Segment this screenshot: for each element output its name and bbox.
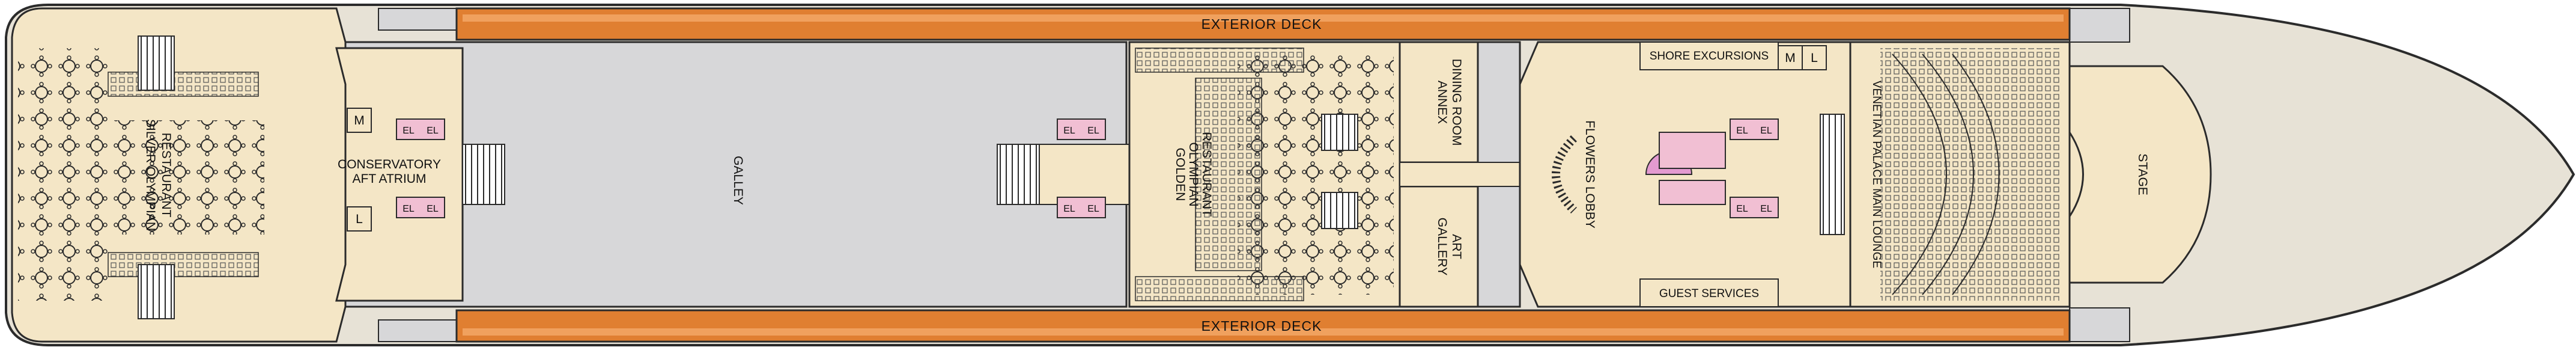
deck-rail-bottom [463, 328, 2064, 336]
elevator-label: EL [402, 204, 415, 214]
exterior-deck-top [455, 7, 2071, 41]
shore-excursions-label: SHORE EXCURSIONS [1650, 50, 1769, 63]
crew-area-aft-top [378, 8, 457, 31]
elevator-label: EL [427, 126, 439, 136]
elevator-label: EL [1063, 126, 1075, 136]
mid-stair [997, 144, 1040, 205]
lobby-pink-feature-low [1659, 180, 1726, 205]
silver-olympian-label-2: RESTAURANT [159, 133, 173, 218]
golden-stair-bottom [1321, 192, 1358, 229]
lobby-stair [1820, 114, 1845, 235]
galley-label: GALLEY [731, 156, 745, 205]
exterior-deck-bottom [455, 309, 2071, 343]
mid-foyer [1039, 144, 1130, 205]
mid-elevator-bank-bottom [1057, 197, 1106, 218]
dining-room-annex [1399, 41, 1479, 164]
fwd-elevator-bank-bottom [1730, 197, 1779, 218]
silver-olympian-label-1: SILVER OLYMPIAN [144, 119, 157, 231]
stage [2068, 65, 2212, 284]
restroom-m-fwd [1778, 45, 1803, 70]
restroom-m-aft [347, 108, 372, 133]
elevator-label: EL [402, 126, 415, 136]
golden-olympian-booths-top [1135, 48, 1304, 73]
stage-label: STAGE [2136, 153, 2149, 195]
exterior-deck-bottom-label: EXTERIOR DECK [1201, 318, 1322, 334]
golden-olympian-label-1: GOLDEN [1173, 148, 1187, 201]
golden-olympian-label-2: OLYMPIAN [1186, 143, 1200, 207]
aft-stair-top [138, 35, 175, 91]
restroom-l-fwd-label: L [1811, 51, 1818, 65]
shore-excursions-desk [1639, 41, 1779, 70]
lounge-seating [1880, 48, 2061, 301]
crew-area-fwd-bottom [2069, 307, 2130, 342]
elevator-label: EL [1087, 204, 1099, 214]
lobby-pink-feature [1659, 132, 1726, 169]
elevator-label: EL [1760, 204, 1772, 214]
restroom-m-aft-label: M [354, 114, 365, 127]
golden-olympian-tables [1238, 54, 1394, 295]
deck-rail-top [463, 14, 2064, 22]
aft-atrium-stair [462, 144, 505, 205]
silver-olympian-booths-top [108, 72, 259, 97]
conservatory-label: CONSERVATORY [338, 158, 441, 171]
flowers-lobby-label: FLOWERS LOBBY [1583, 120, 1597, 229]
silver-olympian-tables-center [108, 120, 264, 235]
aft-stair-bottom [138, 264, 175, 319]
lounge-tiers [1892, 54, 2000, 295]
golden-olympian-label-3: RESTAURANT [1200, 132, 1214, 217]
aft-elevator-bank-bottom [396, 197, 445, 218]
dining-room-annex-label-1: DINING ROOM [1450, 59, 1463, 146]
mid-elevator-bank-top [1057, 118, 1106, 140]
guest-services-label: GUEST SERVICES [1659, 287, 1759, 300]
elevator-label: EL [427, 204, 439, 214]
restroom-m-fwd-label: M [1785, 51, 1796, 65]
golden-olympian-booths-bottom [1135, 276, 1304, 301]
elevator-label: EL [1063, 204, 1075, 214]
exterior-deck-top-label: EXTERIOR DECK [1201, 16, 1322, 32]
lobby-grand-stair [1552, 135, 1578, 213]
stage-apron [2068, 132, 2084, 217]
restroom-l-fwd [1802, 45, 1827, 70]
crew-area-fwd-top [2069, 8, 2130, 43]
art-gallery-label-2: GALLERY [1435, 218, 1449, 276]
aft-elevator-bank-top [396, 118, 445, 140]
elevator-label: EL [1736, 204, 1748, 214]
golden-olympian-center-booths [1195, 78, 1262, 271]
fwd-elevator-bank-top [1730, 118, 1779, 140]
aft-atrium-label: AFT ATRIUM [353, 172, 427, 186]
elevator-label: EL [1087, 126, 1099, 136]
elevator-label: EL [1736, 126, 1748, 136]
dining-room-annex-label-2: ANNEX [1435, 81, 1449, 124]
restroom-l-aft [347, 206, 372, 232]
elevator-label: EL [1760, 126, 1772, 136]
restroom-l-aft-label: L [356, 212, 363, 226]
mid-corridor [1399, 162, 1520, 187]
art-gallery-label-1: ART [1450, 234, 1463, 259]
venetian-palace-label: VENETIAN PALACE MAIN LOUNGE [1870, 81, 1883, 268]
crew-area-aft-bottom [378, 319, 457, 342]
silver-olympian-tables-left [18, 48, 108, 301]
guest-services-desk [1639, 278, 1779, 307]
golden-stair-top [1321, 114, 1358, 151]
silver-olympian-booths-bottom [108, 252, 259, 277]
